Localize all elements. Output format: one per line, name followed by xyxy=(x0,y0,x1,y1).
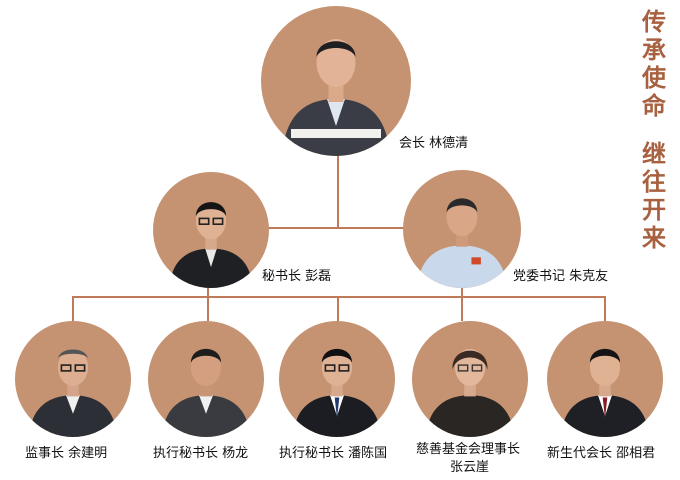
exec-sec-1-label: 执行秘书长 杨龙 xyxy=(153,446,249,461)
exec-sec-2-photo xyxy=(279,321,395,437)
person-portrait-icon xyxy=(28,348,118,437)
charity-chair-label-line1: 慈善基金会理事长 xyxy=(416,442,521,457)
exec-sec-2-label: 执行秘书长 潘陈国 xyxy=(279,446,388,461)
person-portrait-icon xyxy=(282,39,390,156)
connector-level3-horizontal xyxy=(72,296,606,298)
slogan-line-1: 传 承 使 命 xyxy=(634,8,674,120)
party-secretary-label: 党委书记 朱克友 xyxy=(513,269,609,284)
supervisor-photo xyxy=(15,321,131,437)
secretary-general-photo xyxy=(153,172,269,288)
connector-drop-3 xyxy=(337,296,339,321)
person-portrait-icon xyxy=(425,348,515,437)
connector-level2-horizontal xyxy=(268,227,404,229)
charity-chair-label-line2: 张云崖 xyxy=(450,460,490,475)
secretary-general-label: 秘书长 彭磊 xyxy=(262,269,332,284)
new-gen-president-photo xyxy=(547,321,663,437)
president-label: 会长 林德清 xyxy=(399,136,469,151)
slogan-char: 承 xyxy=(642,36,666,64)
person-portrait-icon xyxy=(417,198,507,288)
supervisor-label: 监事长 余建明 xyxy=(25,446,108,461)
person-portrait-icon xyxy=(161,348,251,437)
connector-drop-4 xyxy=(461,296,463,321)
slogan-char: 来 xyxy=(642,224,666,252)
connector-drop-2 xyxy=(207,296,209,321)
person-portrait-icon xyxy=(169,202,253,288)
slogan-char: 继 xyxy=(642,140,666,168)
connector-top-vertical xyxy=(337,150,339,228)
slogan-char: 开 xyxy=(642,196,666,224)
slogan-char: 传 xyxy=(642,8,666,36)
party-secretary-photo xyxy=(403,170,521,288)
slogan-char: 往 xyxy=(642,168,666,196)
connector-level2-right-down xyxy=(461,285,463,297)
connector-drop-1 xyxy=(72,296,74,321)
connector-level2-left-down xyxy=(207,285,209,297)
new-gen-president-label: 新生代会长 邵相君 xyxy=(547,446,656,461)
charity-chair-photo xyxy=(412,321,528,437)
person-portrait-icon xyxy=(560,348,650,437)
president-photo xyxy=(261,6,411,156)
slogan-char: 使 xyxy=(642,64,666,92)
slogan-line-2: 继 往 开 来 xyxy=(634,140,674,252)
exec-sec-1-photo xyxy=(148,321,264,437)
connector-drop-5 xyxy=(604,296,606,321)
slogan-char: 命 xyxy=(642,92,666,120)
person-portrait-icon xyxy=(292,348,382,437)
